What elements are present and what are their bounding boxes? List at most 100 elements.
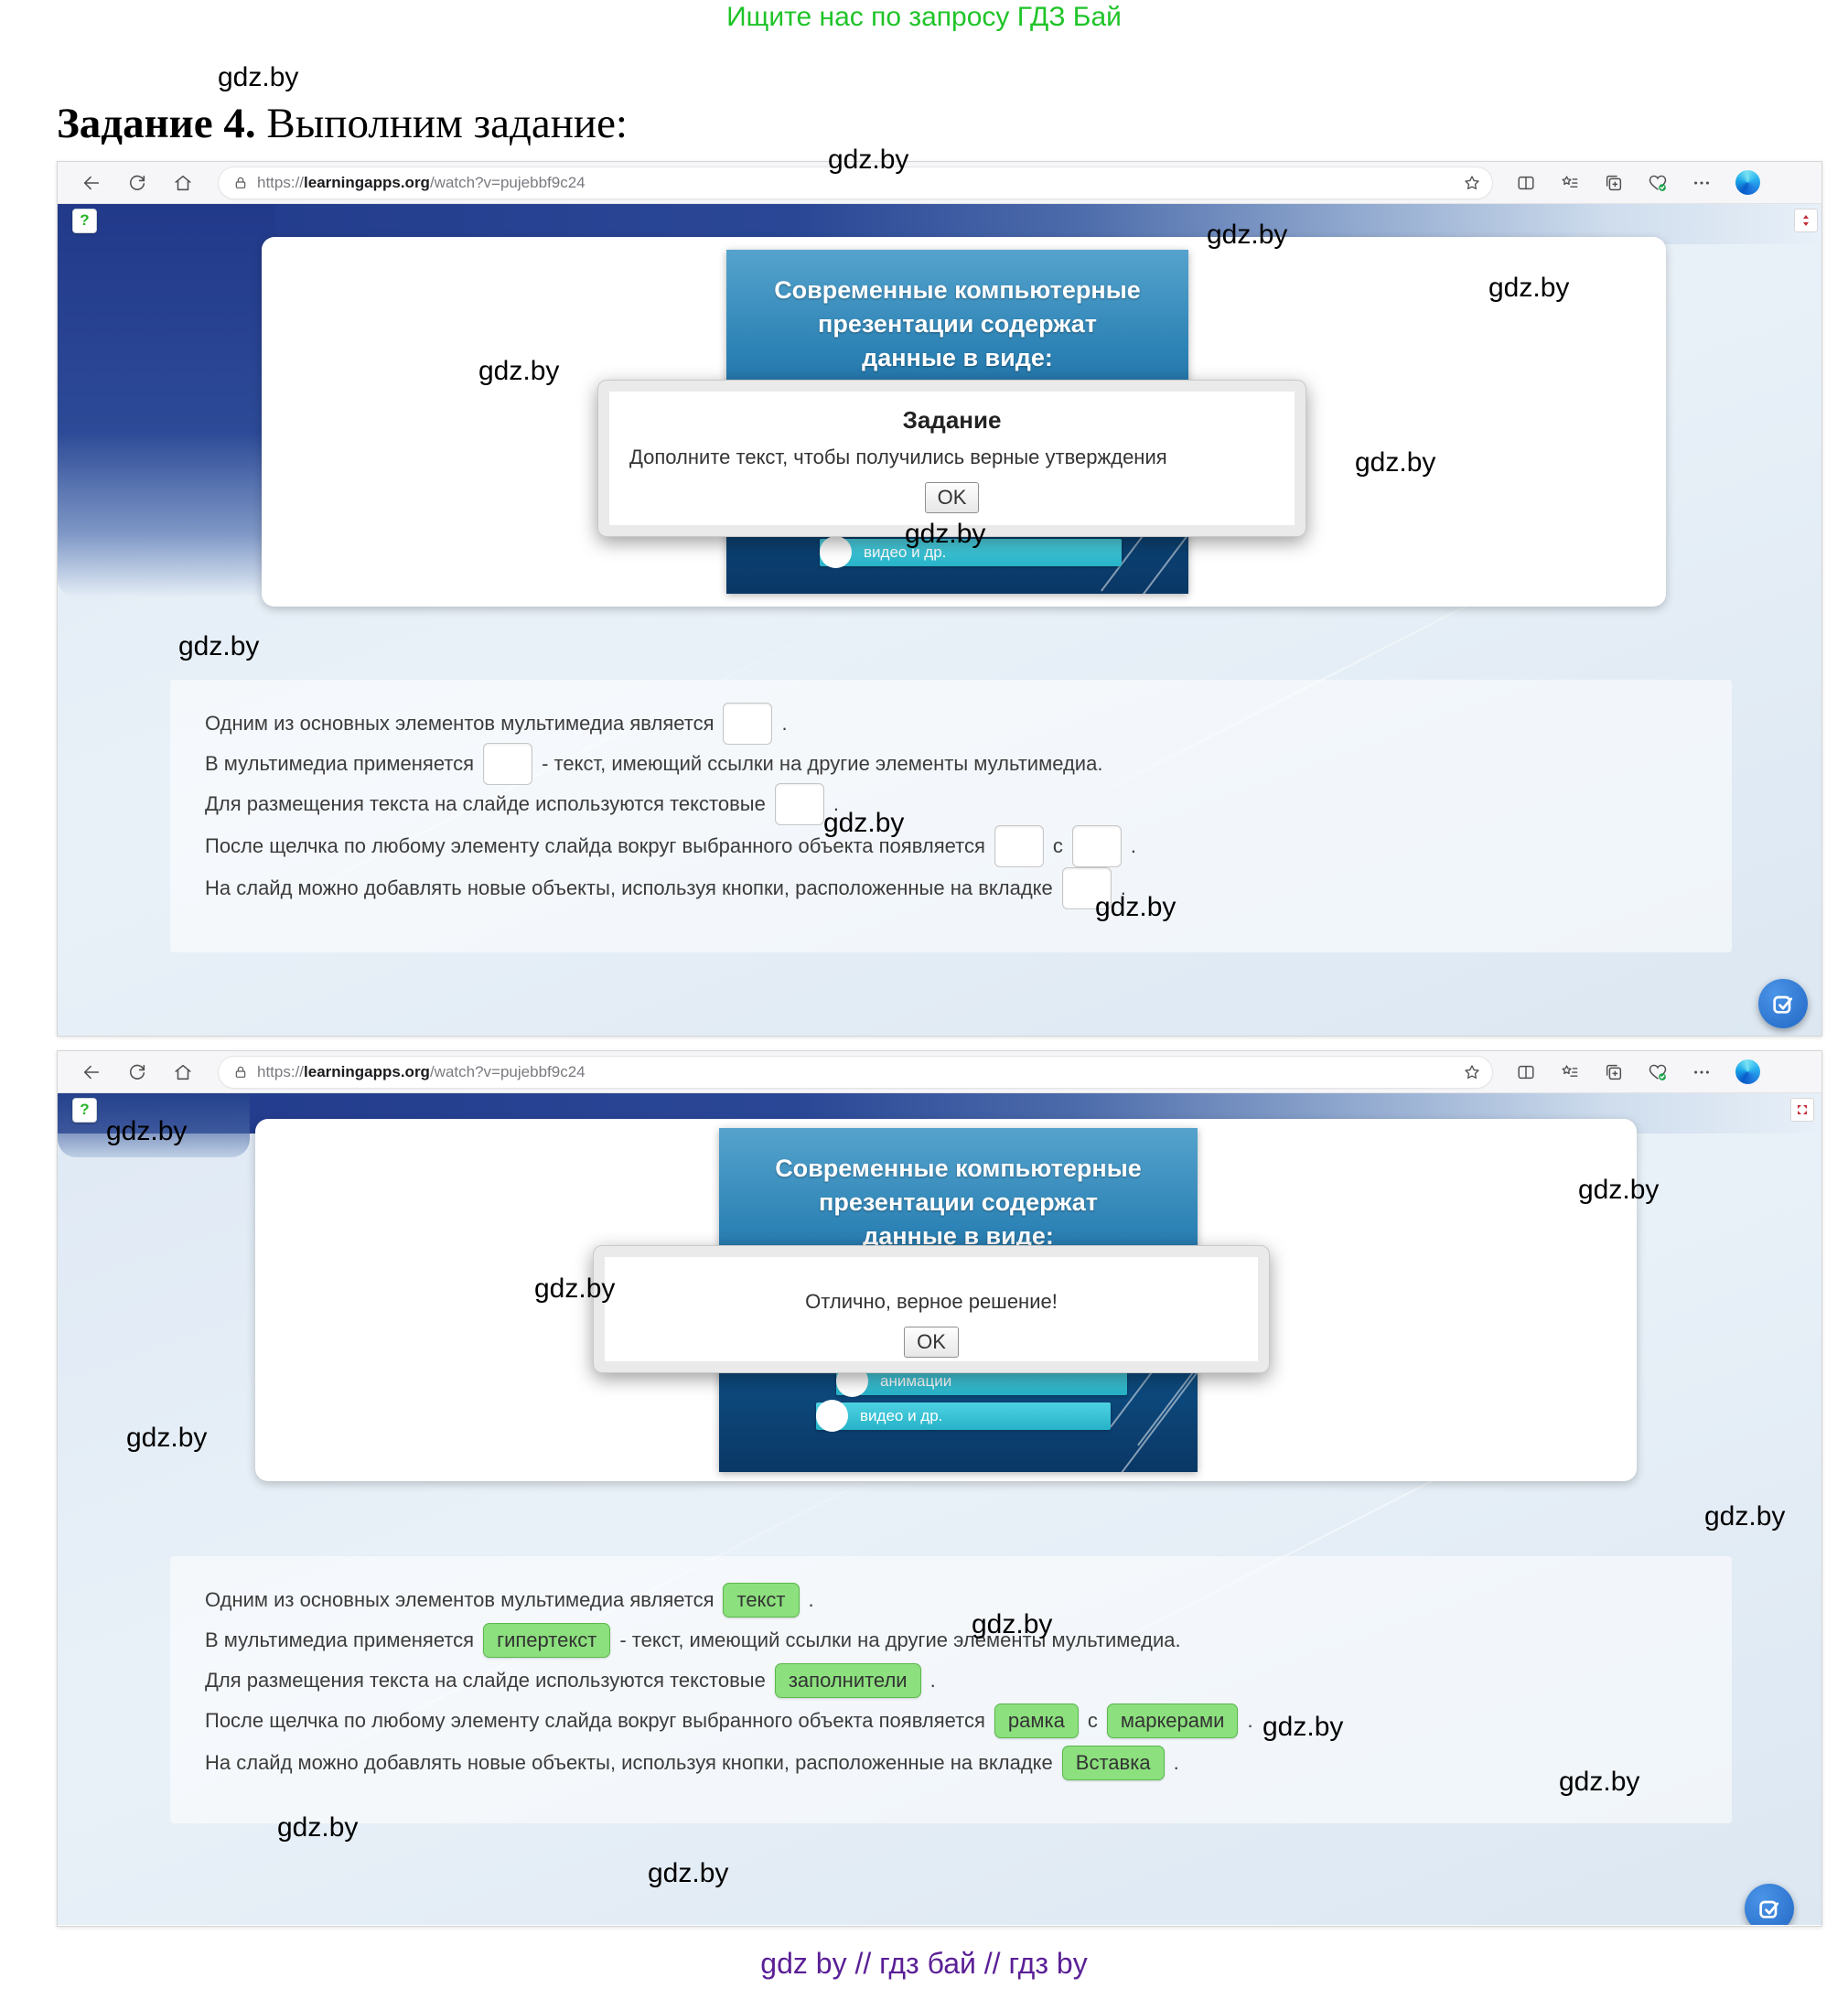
task-text: с — [1052, 834, 1063, 857]
task-line-5: На слайд можно добавлять новые объекты, … — [205, 1741, 1179, 1785]
fullscreen-icon[interactable] — [1794, 209, 1818, 232]
ok-button[interactable]: OK — [904, 1327, 959, 1358]
browser-toolbar: https://learningapps.org/watch?v=pujebbf… — [58, 1051, 1821, 1093]
slide-title: Современные компьютерные презентации сод… — [774, 276, 1141, 371]
ok-button[interactable]: OK — [924, 482, 980, 513]
browser-window-1: https://learningapps.org/watch?v=pujebbf… — [57, 161, 1822, 1037]
watermark: gdz.by — [178, 631, 260, 661]
check-solution-button[interactable] — [1758, 979, 1808, 1028]
check-solution-button[interactable] — [1745, 1884, 1794, 1925]
dialog-title: Задание — [902, 406, 1002, 434]
lock-icon[interactable] — [233, 1064, 248, 1080]
url-text: https://learningapps.org/watch?v=pujebbf… — [257, 1062, 586, 1080]
task-line-3: Для размещения текста на слайде использу… — [205, 782, 839, 826]
task-text: . — [1130, 834, 1137, 857]
task-text: . — [833, 792, 839, 815]
back-button[interactable] — [81, 1062, 102, 1082]
answer-chip[interactable]: гипертекст — [483, 1623, 611, 1658]
watermark: gdz.by — [1704, 1501, 1786, 1531]
blank-field[interactable] — [994, 825, 1044, 867]
toolbar-actions — [1516, 170, 1760, 195]
home-button[interactable] — [173, 173, 193, 193]
task-text: На слайд можно добавлять новые объекты, … — [205, 876, 1053, 899]
watermark: gdz.by — [1578, 1175, 1660, 1205]
watermark: gdz.by — [823, 808, 905, 838]
bullet-circle — [820, 536, 852, 568]
collections-icon[interactable] — [1604, 1062, 1624, 1082]
task-text: . — [781, 712, 788, 735]
footer-text: gdz by // гдз бай // гдз by — [760, 1947, 1088, 1980]
refresh-button[interactable] — [127, 1062, 147, 1082]
copilot-icon[interactable] — [1735, 1059, 1760, 1084]
help-icon[interactable]: ? — [72, 1098, 97, 1123]
fill-in-panel: Одним из основных элементов мультимедиа … — [170, 680, 1732, 952]
blank-field[interactable] — [483, 743, 533, 785]
answer-chip[interactable]: маркерами — [1106, 1703, 1239, 1738]
watermark: gdz.by — [1207, 220, 1288, 250]
slide-list-item-video: видео и др. — [820, 536, 1122, 568]
task-line-3: Для размещения текста на слайде использу… — [205, 1659, 936, 1703]
learningapps-page: ? Современные компьютерные презентации с… — [58, 1093, 1821, 1925]
slide-title: Современные компьютерные презентации сод… — [775, 1155, 1142, 1250]
blank-field[interactable] — [1061, 867, 1112, 909]
browser-toolbar: https://learningapps.org/watch?v=pujebbf… — [58, 162, 1821, 204]
address-bar[interactable]: https://learningapps.org/watch?v=pujebbf… — [219, 1056, 1492, 1088]
watermark: gdz.by — [126, 1423, 208, 1453]
lock-icon[interactable] — [233, 175, 248, 191]
favorites-star-icon[interactable] — [1463, 1063, 1481, 1081]
watermark: gdz.by — [905, 519, 986, 549]
browser-essentials-icon[interactable] — [1648, 173, 1668, 193]
blank-field[interactable] — [774, 783, 824, 825]
slide-list-item-video: видео и др. — [816, 1400, 1111, 1432]
task-text: В мультимедиа применяется — [205, 1628, 475, 1651]
answer-chip[interactable]: Вставка — [1061, 1746, 1165, 1780]
more-menu-icon[interactable] — [1692, 173, 1712, 193]
browser-essentials-icon[interactable] — [1648, 1062, 1668, 1082]
fullscreen-icon[interactable] — [1790, 1098, 1814, 1122]
page-title-number: Задание 4. — [57, 100, 256, 147]
split-screen-icon[interactable] — [1516, 1062, 1536, 1082]
task-text: с — [1087, 1709, 1098, 1732]
answers-panel: Одним из основных элементов мультимедиа … — [170, 1556, 1732, 1823]
collections-icon[interactable] — [1604, 173, 1624, 193]
task-text: После щелчка по любому элементу слайда в… — [205, 834, 985, 857]
answer-chip[interactable]: рамка — [994, 1703, 1079, 1738]
task-text: Одним из основных элементов мультимедиа … — [205, 712, 714, 735]
learningapps-page: ? Современные компьютерные презентации с… — [58, 204, 1821, 1036]
task-text: . — [808, 1588, 814, 1611]
answer-chip[interactable]: заполнители — [774, 1663, 921, 1698]
dialog-body: Дополните текст, чтобы получились верные… — [629, 446, 1167, 468]
task-line-2: В мультимедиа применяется гипертекст - т… — [205, 1618, 1181, 1662]
task-text: На слайд можно добавлять новые объекты, … — [205, 1751, 1053, 1774]
home-button[interactable] — [173, 1062, 193, 1082]
favorites-star-icon[interactable] — [1463, 174, 1481, 192]
task-line-1: Одним из основных элементов мультимедиа … — [205, 702, 788, 746]
watermark: gdz.by — [277, 1812, 359, 1843]
task-text: Одним из основных элементов мультимедиа … — [205, 1588, 714, 1611]
watermark: gdz.by — [648, 1858, 729, 1888]
favorites-list-icon[interactable] — [1560, 173, 1580, 193]
watermark: gdz.by — [972, 1609, 1053, 1639]
task-text: Для размещения текста на слайде использу… — [205, 792, 766, 815]
task-text: . — [1247, 1709, 1253, 1732]
copilot-icon[interactable] — [1735, 170, 1760, 195]
page-title-text: Выполним задание: — [255, 100, 628, 147]
toolbar-actions — [1516, 1059, 1760, 1084]
help-icon[interactable]: ? — [72, 209, 97, 233]
answer-chip[interactable]: текст — [723, 1583, 800, 1617]
task-text: После щелчка по любому элементу слайда в… — [205, 1709, 985, 1732]
address-bar[interactable]: https://learningapps.org/watch?v=pujebbf… — [219, 167, 1492, 199]
background-blob — [58, 204, 275, 597]
split-screen-icon[interactable] — [1516, 173, 1536, 193]
watermark: gdz.by — [828, 145, 909, 175]
dialog-body: Отлично, верное решение! — [805, 1290, 1058, 1313]
blank-field[interactable] — [723, 703, 773, 745]
favorites-list-icon[interactable] — [1560, 1062, 1580, 1082]
browser-window-2: https://learningapps.org/watch?v=pujebbf… — [57, 1050, 1822, 1927]
back-button[interactable] — [81, 173, 102, 193]
refresh-button[interactable] — [127, 173, 147, 193]
blank-field[interactable] — [1071, 825, 1122, 867]
more-menu-icon[interactable] — [1692, 1062, 1712, 1082]
watermark: gdz.by — [106, 1116, 188, 1146]
watermark: gdz.by — [1559, 1767, 1640, 1797]
